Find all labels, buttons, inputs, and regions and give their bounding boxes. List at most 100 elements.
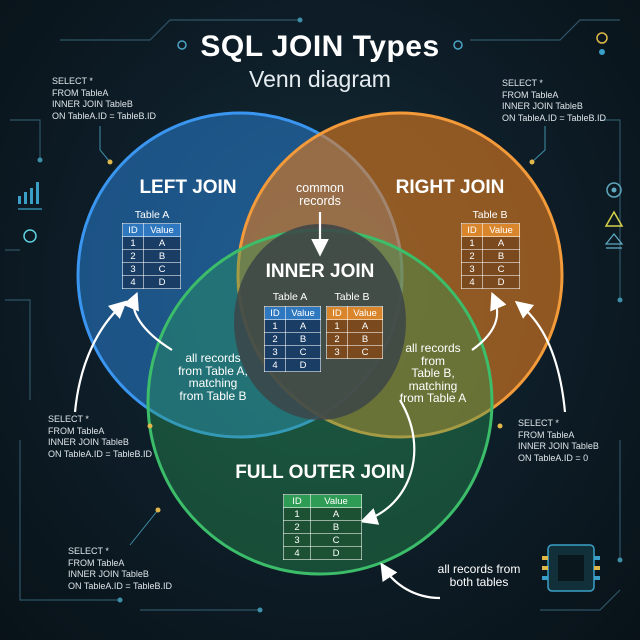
table-cell: 3 <box>326 345 348 359</box>
left-join-label: LEFT JOIN <box>139 177 237 198</box>
gear-icon <box>606 182 622 198</box>
deco-ring-icon <box>453 40 463 50</box>
diagram-subtitle: Venn diagram <box>249 66 391 92</box>
deco-dot-icon <box>599 49 605 55</box>
table-cell: A <box>143 236 181 250</box>
table-header-cell: Value <box>347 306 383 320</box>
table-cell: 4 <box>264 358 286 372</box>
table-cell: 1 <box>461 236 483 250</box>
table-cell: 3 <box>283 533 311 547</box>
table-cell: 2 <box>461 249 483 263</box>
inner-table-a-caption: Table A <box>272 291 308 303</box>
left-note-arrow <box>122 291 173 351</box>
table-cell: A <box>347 319 383 333</box>
common-records-note: common records <box>296 181 344 208</box>
deco-ring-icon <box>596 32 608 44</box>
table-header-cell: ID <box>264 306 286 320</box>
sql-snippet-top-left: SELECT * FROM TableA INNER JOIN TableB O… <box>52 76 156 121</box>
right-table-caption: Table B <box>472 209 508 221</box>
table-cell: D <box>482 275 520 289</box>
table-cell: 2 <box>122 249 144 263</box>
arrows <box>73 212 567 600</box>
chip-icon <box>542 544 600 592</box>
table-cell: A <box>285 319 321 333</box>
table-cell: D <box>310 546 362 560</box>
table-cell: 3 <box>122 262 144 276</box>
stack-icon <box>604 232 624 249</box>
triangle-icon <box>604 210 624 227</box>
table-header-cell: Value <box>310 494 362 508</box>
table-cell: C <box>482 262 520 276</box>
sql-snippet-bottom-left: SELECT * FROM TableA INNER JOIN TableB O… <box>68 546 172 591</box>
table-cell: B <box>347 332 383 346</box>
sql-snippet-mid-left: SELECT * FROM TableA INNER JOIN TableB O… <box>48 414 152 459</box>
both-tables-note: all records from both tables <box>437 562 521 589</box>
table-cell: C <box>143 262 181 276</box>
table-cell: C <box>310 533 362 547</box>
circuit-nodes <box>37 17 623 613</box>
callout-lines <box>99 126 546 546</box>
table-cell: 3 <box>461 262 483 276</box>
table-cell: 1 <box>326 319 348 333</box>
sql-snippet-mid-right: SELECT * FROM TableA INNER JOIN TableB O… <box>518 418 599 463</box>
table-header-cell: ID <box>461 223 483 237</box>
table-cell: B <box>482 249 520 263</box>
circuit-decoration <box>5 19 621 611</box>
table-cell: 4 <box>122 275 144 289</box>
table-cell: 1 <box>122 236 144 250</box>
inner-join-label: INNER JOIN <box>265 261 375 282</box>
table-cell: 1 <box>264 319 286 333</box>
table-header-cell: Value <box>285 306 321 320</box>
table-cell: B <box>310 520 362 534</box>
right-sql-arrow <box>514 300 567 413</box>
full-outer-join-label: FULL OUTER JOIN <box>235 462 405 483</box>
diagram-title: SQL JOIN Types <box>200 30 440 63</box>
callout-dots <box>107 159 535 513</box>
table-cell: A <box>482 236 520 250</box>
deco-ring-icon <box>177 40 187 50</box>
table-cell: D <box>285 358 321 372</box>
table-header-cell: ID <box>326 306 348 320</box>
table-cell: D <box>143 275 181 289</box>
table-header-cell: ID <box>122 223 144 237</box>
left-table-caption: Table A <box>134 209 170 221</box>
sql-snippet-top-right: SELECT * FROM TableA INNER JOIN TableB O… <box>502 78 606 123</box>
left-sql-arrow <box>73 300 127 413</box>
right-join-label: RIGHT JOIN <box>395 177 505 198</box>
left-join-note: all records from Table A, matching from … <box>178 351 248 403</box>
table-header-cell: Value <box>143 223 181 237</box>
table-cell: B <box>285 332 321 346</box>
table-cell: 2 <box>283 520 311 534</box>
both-tables-arrow <box>380 562 441 600</box>
right-join-note: all records from Table B, matching from … <box>399 341 467 405</box>
table-header-cell: ID <box>283 494 311 508</box>
table-cell: C <box>347 345 383 359</box>
table-cell: 2 <box>264 332 286 346</box>
table-cell: C <box>285 345 321 359</box>
table-header-cell: Value <box>482 223 520 237</box>
